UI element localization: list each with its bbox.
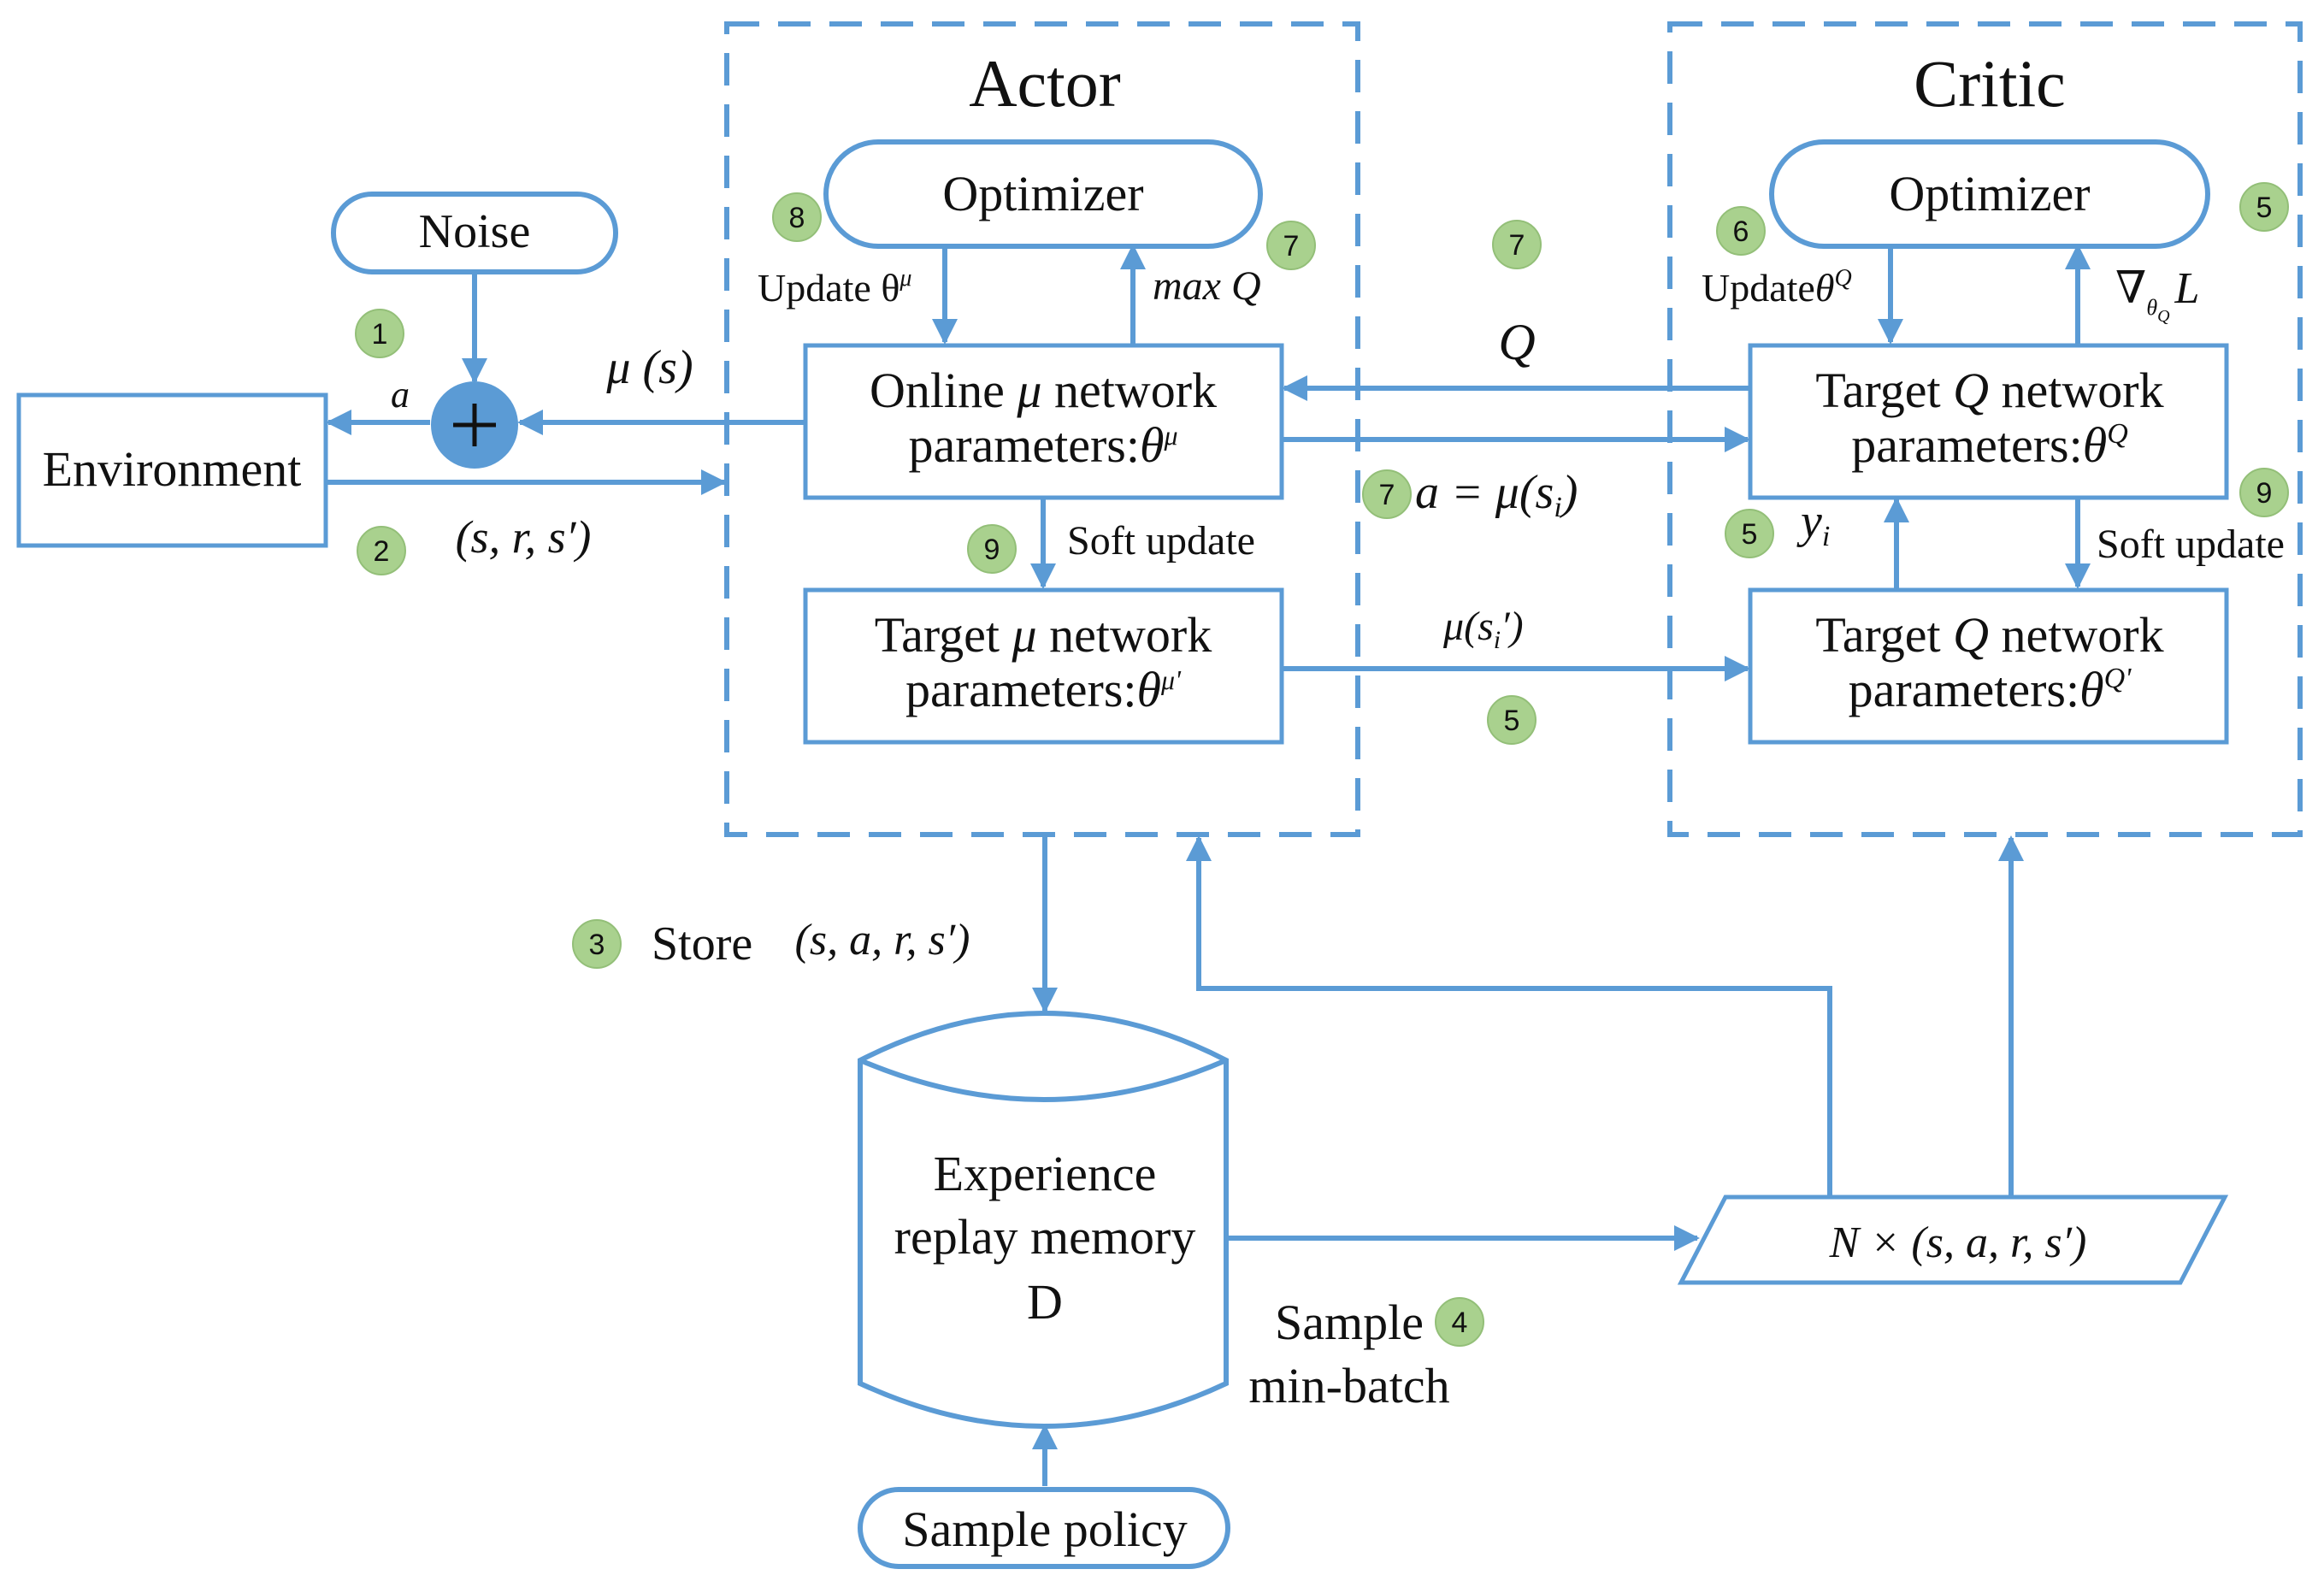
- critic-online-q-line1: Target Q network: [1815, 363, 2163, 418]
- actor-optimizer-box: [823, 139, 1263, 249]
- q-label: Q: [1498, 314, 1535, 370]
- svg-text:9: 9: [2256, 477, 2273, 510]
- svg-text:7: 7: [1283, 230, 1300, 263]
- plus-icon: [453, 404, 496, 446]
- arrow-batch-to-actor: [1186, 835, 1832, 1197]
- svg-text:9: 9: [984, 534, 1000, 566]
- online-mu-line1: Online μ network: [870, 363, 1217, 418]
- store-tuple-label: (s, a, r, s′): [795, 916, 970, 965]
- step-badge-critic-grad: 5: [2239, 182, 2289, 232]
- actor-title: Actor: [969, 46, 1121, 121]
- step-badge-a-eq: 7: [1362, 469, 1412, 519]
- target-mu-line2: parameters:θμ': [905, 662, 1182, 717]
- critic-title: Critic: [1914, 46, 2066, 121]
- step-badge-noise-add: 1: [355, 309, 404, 358]
- sample-policy-box: [858, 1487, 1230, 1569]
- sample-policy-label: Sample policy: [902, 1501, 1187, 1557]
- environment-box: [16, 392, 328, 548]
- critic-optimizer-box: [1769, 139, 2210, 249]
- critic-target-q-line2: parameters:θQ': [1849, 662, 2132, 717]
- svg-text:8: 8: [789, 202, 805, 234]
- minibatch-parallelogram: [1677, 1195, 2229, 1285]
- memory-line1: Experience: [934, 1146, 1157, 1201]
- svg-text:6: 6: [1733, 215, 1749, 248]
- step-badge-yi: 5: [1725, 509, 1774, 558]
- svg-text:1: 1: [372, 318, 388, 351]
- mu-s-label: μ (s): [605, 341, 693, 394]
- step-badge-actor-update: 8: [772, 192, 822, 242]
- svg-text:7: 7: [1509, 229, 1525, 262]
- step-badge-env-out: 2: [357, 526, 406, 575]
- noise-label: Noise: [419, 205, 531, 258]
- sample-minibatch-line2: min-batch: [1248, 1358, 1449, 1413]
- svg-text:2: 2: [374, 535, 390, 568]
- step-badge-store: 3: [572, 919, 622, 969]
- target-mu-network-box: [803, 587, 1284, 745]
- critic-region: [1667, 21, 2303, 837]
- step-badge-actor-soft: 9: [967, 524, 1017, 574]
- memory-line2: replay memory: [894, 1209, 1196, 1265]
- critic-online-q-box: [1748, 343, 2229, 500]
- critic-update-label: UpdateθQ: [1702, 265, 1852, 310]
- critic-online-q-line2: parameters:θQ: [1851, 417, 2128, 473]
- connectors: [326, 244, 2091, 1486]
- critic-target-q-line1: Target Q network: [1815, 607, 2163, 663]
- target-mu-line1: Target μ network: [875, 607, 1212, 663]
- svg-text:4: 4: [1452, 1307, 1468, 1339]
- actor-maxq-label: max Q: [1153, 263, 1261, 309]
- online-mu-network-box: [803, 343, 1284, 500]
- step-badge-target-mu-out: 5: [1487, 695, 1537, 745]
- environment-label: Environment: [43, 441, 302, 497]
- actor-soft-update-label: Soft update: [1067, 518, 1255, 563]
- step-badge-critic-soft: 9: [2239, 468, 2289, 517]
- svg-text:7: 7: [1379, 479, 1395, 511]
- critic-optimizer-label: Optimizer: [1889, 166, 2090, 221]
- replay-memory-cylinder: [858, 1011, 1229, 1429]
- svg-text:5: 5: [1504, 705, 1520, 737]
- svg-text:5: 5: [1742, 518, 1758, 551]
- store-label: Store: [652, 917, 752, 970]
- critic-target-q-box: [1748, 587, 2229, 745]
- a-eq-label: a = μ(si): [1415, 466, 1578, 523]
- srs-label: (s, r, s′): [456, 511, 592, 563]
- action-a-label: a: [391, 374, 410, 416]
- step-badge-actor-maxq: 7: [1266, 221, 1316, 270]
- svg-text:3: 3: [589, 929, 605, 961]
- noise-box: [331, 192, 618, 274]
- step-badge-critic-update: 6: [1716, 206, 1766, 256]
- step-badge-q-feedback: 7: [1492, 220, 1542, 269]
- sample-minibatch-line1: Sample: [1275, 1295, 1424, 1350]
- critic-grad-label: ∇θQL: [2115, 264, 2199, 326]
- critic-soft-update-label: Soft update: [2097, 522, 2285, 567]
- svg-text:5: 5: [2256, 192, 2273, 224]
- replay-memory-cylinder-rim: [858, 1058, 1228, 1102]
- memory-line3: D: [1027, 1274, 1063, 1330]
- mu-si-label: μ(si′): [1442, 604, 1524, 654]
- step-badge-sample: 4: [1435, 1297, 1484, 1347]
- yi-label: yi: [1796, 495, 1830, 552]
- online-mu-line2: parameters:θμ: [908, 417, 1177, 473]
- actor-update-label: Update θμ: [758, 265, 911, 310]
- actor-optimizer-label: Optimizer: [942, 166, 1143, 221]
- batch-tuple: N × (s, a, r, s′): [1829, 1218, 2087, 1267]
